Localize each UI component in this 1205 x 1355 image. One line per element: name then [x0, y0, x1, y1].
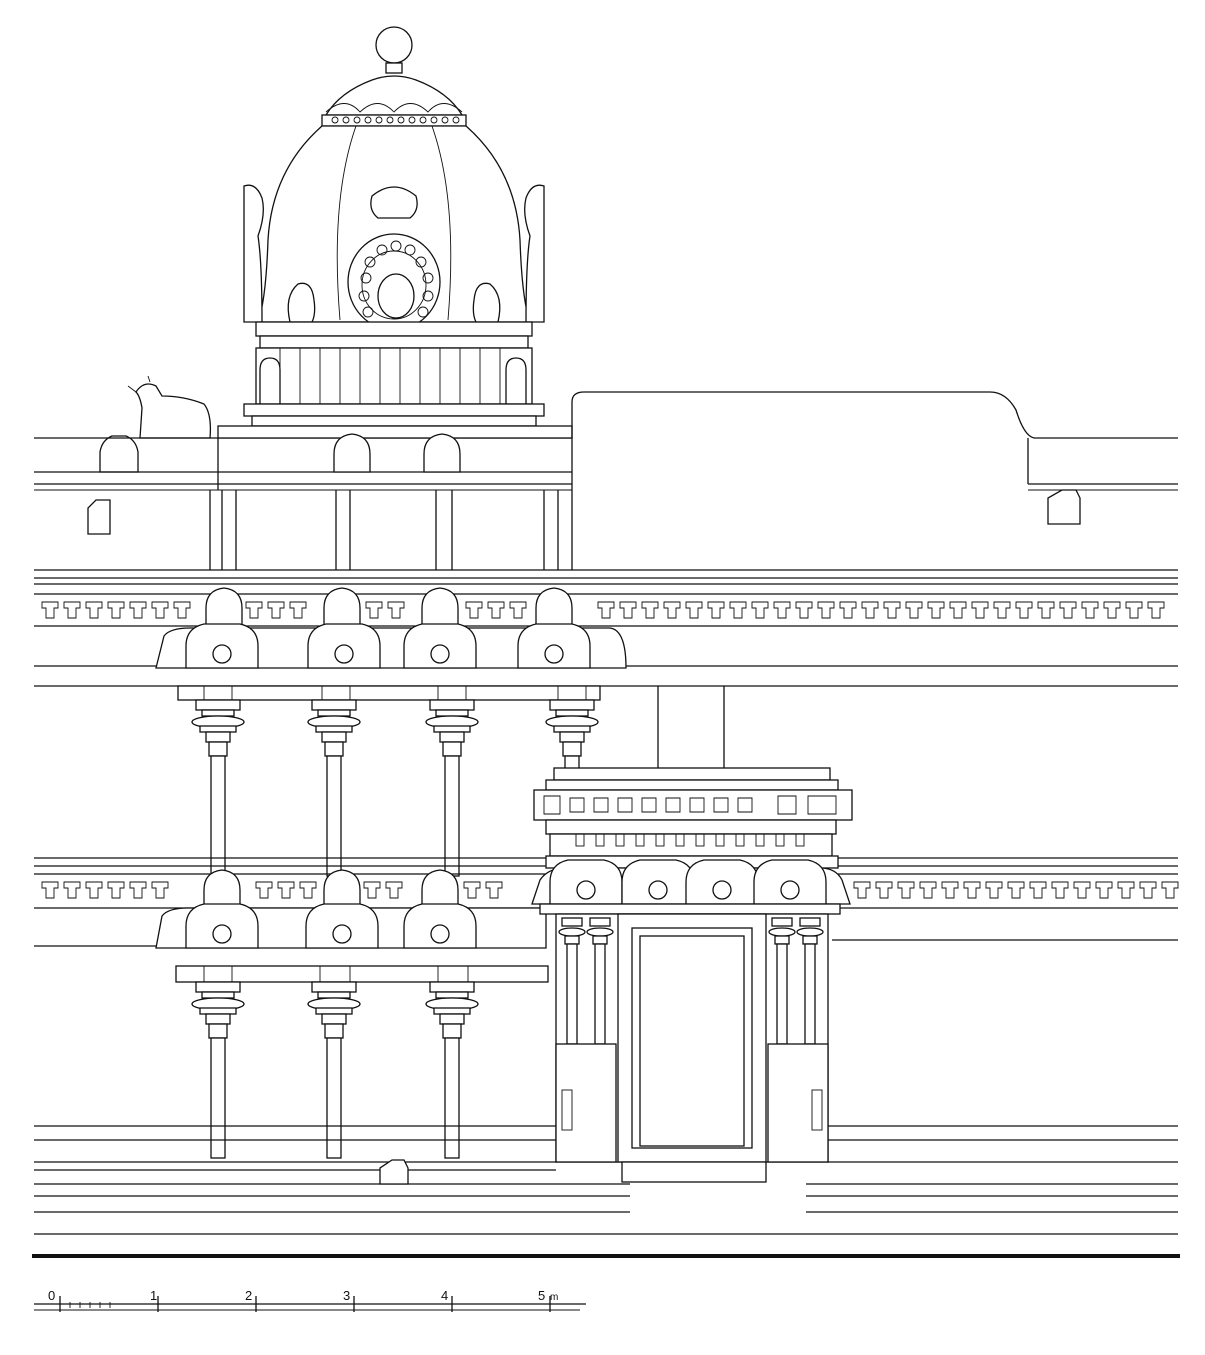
lower-kudu-row — [155, 869, 547, 949]
shrine-cornice — [531, 859, 851, 915]
plinth — [34, 1125, 1178, 1235]
upper-colonnade — [191, 699, 599, 877]
scale-tick-1: 1 — [150, 1288, 157, 1303]
dome-kirtimukha — [347, 186, 441, 331]
roof-parapet — [34, 425, 573, 570]
lower-colonnade — [191, 981, 479, 1159]
doorway — [555, 913, 829, 1183]
scale-tick-0: 0 — [48, 1288, 55, 1303]
scale-tick-2: 2 — [245, 1288, 252, 1303]
dome-side-figures — [287, 282, 501, 323]
upper-beam — [177, 685, 601, 701]
lower-beam — [175, 965, 549, 983]
scale-tick-5: 5 — [538, 1288, 545, 1303]
dome-body — [257, 125, 531, 323]
scale-bar: 0 1 2 3 4 5 m — [34, 1288, 586, 1312]
scale-tick-4: 4 — [441, 1288, 448, 1303]
upper-kudu-row — [155, 587, 627, 669]
dome-crown — [321, 75, 467, 127]
dome-corner-lions — [243, 184, 545, 323]
right-wall — [657, 686, 725, 770]
roof-right-block — [571, 391, 1178, 570]
kalasha-pot — [99, 435, 139, 473]
dome-drum — [243, 321, 545, 427]
scale-unit: m — [550, 1292, 558, 1303]
scale-tick-3: 3 — [343, 1288, 350, 1303]
shrine-entablature — [533, 767, 853, 869]
nandi-figure — [127, 375, 212, 439]
dome-finial — [375, 26, 413, 74]
